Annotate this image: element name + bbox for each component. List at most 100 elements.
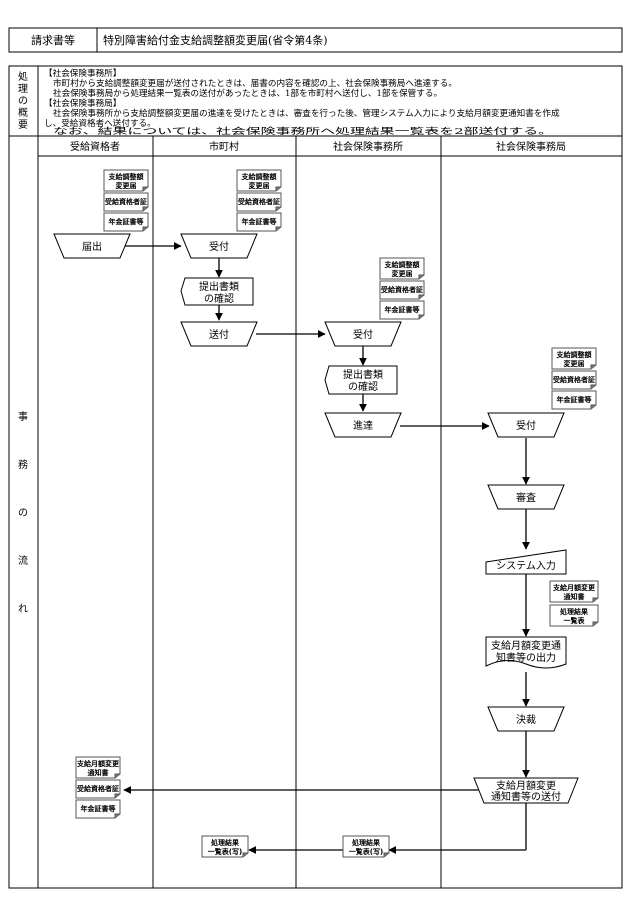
svg-text:システム入力: システム入力 — [496, 559, 556, 572]
doc-result-copy-office: 処理結果一覧表(写) — [342, 835, 390, 858]
svg-text:処理結果一覧表(写): 処理結果一覧表(写) — [208, 838, 242, 856]
svg-text:支給調整額変更届: 支給調整額変更届 — [556, 350, 592, 368]
doc-pension: 年金証書等 — [75, 799, 121, 819]
step-review-bureau: 審査 — [487, 484, 565, 510]
header-row: 請求書等 特別障害給付金支給調整額変更届(省令第4条) — [8, 27, 623, 53]
svg-text:要: 要 — [18, 119, 28, 131]
step-send-notice: 支給月額変更通知書等の送付 — [473, 777, 579, 804]
lane-header-applicant: 受給資格者 — [70, 140, 120, 153]
docs-applicant-receive-bundle: 支給月額変更通知書 受給資格者証 年金証書等 — [75, 756, 121, 819]
svg-text:支給調整額変更届: 支給調整額変更届 — [384, 260, 420, 278]
svg-text:社会保険事務局から処理結果一覧表の送付があったときは、1部を: 社会保険事務局から処理結果一覧表の送付があったときは、1部を市町村へ送付し、1部… — [53, 87, 442, 99]
step-check-office: 提出書類の確認 — [324, 365, 398, 395]
svg-text:受給資格者証: 受給資格者証 — [381, 285, 423, 294]
step-approve: 決裁 — [487, 706, 565, 732]
svg-text:支給月額変更通知書等の送付: 支給月額変更通知書等の送付 — [491, 779, 561, 803]
docs-municipality-bundle: 支給調整額変更届 受給資格者証 年金証書等 — [236, 169, 282, 232]
svg-text:年金証書等: 年金証書等 — [242, 217, 277, 226]
svg-text:受給資格者証: 受給資格者証 — [553, 375, 595, 384]
svg-text:提出書類の確認: 提出書類の確認 — [343, 368, 383, 393]
doc-change-form: 支給調整額変更届 — [103, 169, 149, 192]
svg-text:概: 概 — [18, 106, 28, 119]
svg-text:年金証書等: 年金証書等 — [385, 305, 420, 314]
overview-text: 【社会保険事務所】 市町村から支給調整額変更届が送付されたときは、届書の内容を確… — [44, 67, 560, 137]
doc-change-form: 支給調整額変更届 — [379, 257, 425, 280]
svg-text:年金証書等: 年金証書等 — [109, 217, 144, 226]
svg-text:なお、結果については、社会保険事務所へ処理結果一覧表を2部送: なお、結果については、社会保険事務所へ処理結果一覧表を2部送付する。 — [53, 125, 553, 137]
svg-text:社会保険事務所から支給調整額変更届の進達を受けたときは、審査: 社会保険事務所から支給調整額変更届の進達を受けたときは、審査を行った後、管理シス… — [53, 107, 560, 119]
svg-text:処理結果一覧表(写): 処理結果一覧表(写) — [349, 838, 383, 856]
svg-text:受給資格者証: 受給資格者証 — [105, 197, 147, 206]
step-receive-bureau: 受付 — [487, 412, 565, 438]
svg-text:支給月額変更通知書: 支給月額変更通知書 — [76, 759, 120, 777]
docs-bureau-output-bundle: 支給月額変更通知書 処理結果一覧表 — [549, 580, 599, 627]
svg-text:届出: 届出 — [82, 240, 102, 253]
form-label: 請求書等 — [31, 33, 75, 47]
flow-label: 事 務 の 流 れ — [18, 410, 28, 615]
form-title: 特別障害給付金支給調整額変更届(省令第4条) — [103, 33, 328, 47]
doc-result-list: 処理結果一覧表 — [549, 604, 599, 627]
svg-text:務: 務 — [18, 458, 28, 471]
step-check-municipality: 提出書類の確認 — [180, 277, 254, 306]
svg-text:支給調整額変更届: 支給調整額変更届 — [108, 172, 144, 190]
doc-certificate: 受給資格者証 — [551, 370, 597, 390]
overview-section: 処 理 の 概 要 【社会保険事務所】 市町村から支給調整額変更届が送付されたと… — [8, 65, 623, 137]
svg-text:れ: れ — [18, 603, 28, 615]
step-receive-municipality: 受付 — [180, 233, 258, 259]
svg-text:し、受給資格者へ送付する。: し、受給資格者へ送付する。 — [44, 117, 156, 129]
lane-header-office: 社会保険事務所 — [333, 140, 403, 153]
svg-text:受付: 受付 — [516, 419, 536, 432]
doc-pension: 年金証書等 — [236, 212, 282, 232]
overview-label: 処 理 の 概 要 — [18, 70, 28, 131]
svg-text:の: の — [18, 96, 28, 107]
svg-text:決裁: 決裁 — [516, 713, 536, 726]
step-forward-office: 進達 — [324, 412, 402, 438]
docs-office-bundle: 支給調整額変更届 受給資格者証 年金証書等 — [379, 257, 425, 320]
svg-text:処理結果一覧表: 処理結果一覧表 — [559, 607, 588, 625]
doc-notice: 支給月額変更通知書 — [75, 756, 121, 779]
svg-text:送付: 送付 — [209, 328, 229, 341]
doc-pension: 年金証書等 — [379, 300, 425, 320]
svg-text:進達: 進達 — [353, 420, 373, 432]
svg-text:理: 理 — [18, 83, 28, 95]
svg-text:年金証書等: 年金証書等 — [557, 395, 592, 404]
svg-text:受付: 受付 — [209, 240, 229, 253]
svg-text:【社会保険事務局】: 【社会保険事務局】 — [44, 97, 121, 109]
svg-text:審査: 審査 — [516, 491, 536, 504]
doc-certificate: 受給資格者証 — [379, 280, 425, 300]
step-send-municipality: 送付 — [180, 321, 258, 347]
svg-text:提出書類の確認: 提出書類の確認 — [199, 280, 239, 305]
step-output-notice: 支給月額変更通知書等の出力 — [485, 636, 567, 669]
docs-applicant-submit-bundle: 支給調整額変更届 受給資格者証 年金証書等 — [103, 169, 149, 232]
svg-text:処: 処 — [18, 70, 28, 83]
connectors — [120, 242, 530, 854]
doc-certificate: 受給資格者証 — [236, 192, 282, 212]
svg-text:支給調整額変更届: 支給調整額変更届 — [241, 172, 277, 190]
svg-text:受付: 受付 — [353, 328, 373, 341]
doc-pension: 年金証書等 — [551, 390, 597, 410]
svg-text:の: の — [18, 508, 28, 519]
svg-text:支給月額変更通知書: 支給月額変更通知書 — [552, 583, 596, 601]
svg-text:市町村から支給調整額変更届が送付されたときは、届書の内容を確: 市町村から支給調整額変更届が送付されたときは、届書の内容を確認の上、社会保険事務… — [53, 77, 457, 89]
doc-notice: 支給月額変更通知書 — [549, 580, 599, 603]
svg-text:流: 流 — [18, 554, 28, 567]
lane-header-municipality: 市町村 — [209, 140, 239, 153]
svg-text:受給資格者証: 受給資格者証 — [77, 784, 119, 793]
doc-change-form: 支給調整額変更届 — [236, 169, 282, 192]
svg-text:【社会保険事務所】: 【社会保険事務所】 — [44, 67, 121, 79]
svg-text:事: 事 — [18, 410, 28, 423]
svg-text:受給資格者証: 受給資格者証 — [238, 197, 280, 206]
doc-pension: 年金証書等 — [103, 212, 149, 232]
doc-result-copy-municipality: 処理結果一覧表(写) — [201, 835, 249, 858]
lane-header-bureau: 社会保険事務局 — [496, 140, 566, 153]
step-system-input: システム入力 — [485, 549, 567, 575]
svg-text:支給月額変更通知書等の出力: 支給月額変更通知書等の出力 — [491, 639, 561, 664]
doc-certificate: 受給資格者証 — [103, 192, 149, 212]
doc-change-form: 支給調整額変更届 — [551, 347, 597, 370]
docs-bureau-bundle: 支給調整額変更届 受給資格者証 年金証書等 — [551, 347, 597, 410]
doc-certificate: 受給資格者証 — [75, 779, 121, 799]
step-submit: 届出 — [53, 233, 131, 259]
flow-frame: 事 務 の 流 れ 受給資格者 市町村 社会保険事務所 社会保険事務局 — [8, 135, 623, 889]
svg-text:年金証書等: 年金証書等 — [81, 804, 116, 813]
